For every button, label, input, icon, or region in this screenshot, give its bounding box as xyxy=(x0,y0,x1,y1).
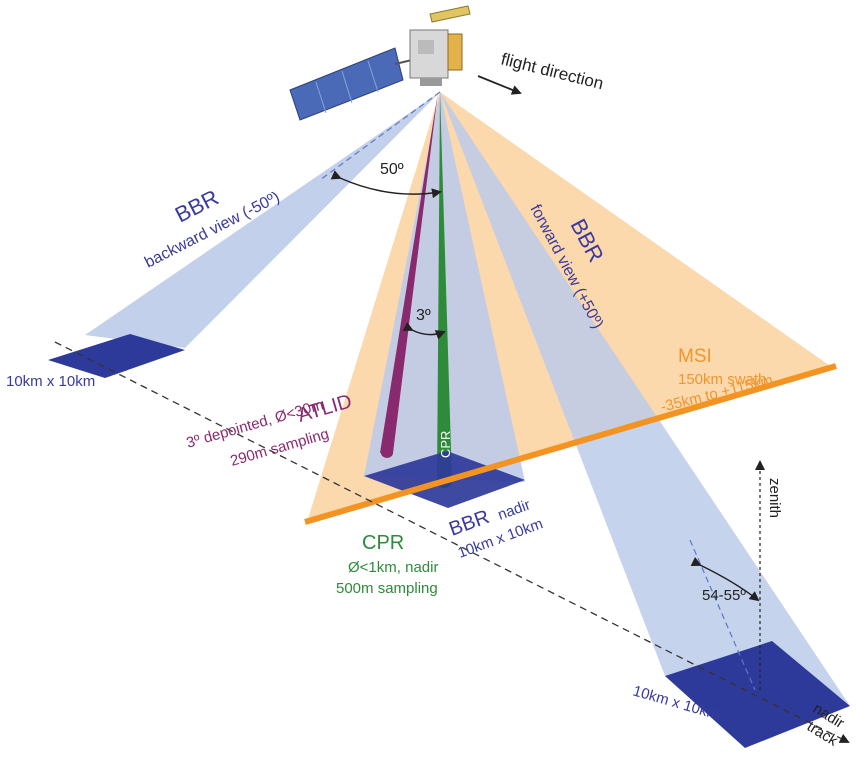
angle-arc-3 xyxy=(402,321,446,340)
angle-arc-50 xyxy=(330,170,442,199)
flight-direction-label: flight direction xyxy=(499,49,605,93)
angle-arc-zenith xyxy=(690,557,760,602)
bbr-forward-beam xyxy=(440,92,850,706)
nadir-track-line xyxy=(54,341,850,743)
satellite-icon xyxy=(289,5,471,121)
bbr-backward-beam xyxy=(85,92,440,348)
cpr-detail-line2: 500m sampling xyxy=(336,580,438,597)
angle-3-label: 3º xyxy=(416,307,431,324)
msi-title: MSI xyxy=(678,346,712,367)
bbr-backward-centerline xyxy=(319,91,441,181)
cpr-beam-label: CPR xyxy=(438,431,453,458)
zenith-angle-label: 54-55º xyxy=(702,587,746,604)
cpr-title: CPR xyxy=(362,532,404,554)
cpr-detail-line1: Ø<1km, nadir xyxy=(348,559,438,576)
bbr-forward-footprint xyxy=(665,641,850,748)
bbr-forward-centerline xyxy=(689,539,756,691)
msi-swath-line xyxy=(304,363,837,525)
angle-50-label: 50º xyxy=(380,161,404,178)
bbr-backward-footprint xyxy=(48,334,185,378)
bbr-backward-footprint-label: 10km x 10km xyxy=(6,373,95,390)
msi-swath-label: 150km swath xyxy=(678,371,766,388)
flight-direction-arrow xyxy=(477,75,522,95)
atlid-beam-tip xyxy=(381,448,393,458)
zenith-label: zenith xyxy=(766,478,783,518)
